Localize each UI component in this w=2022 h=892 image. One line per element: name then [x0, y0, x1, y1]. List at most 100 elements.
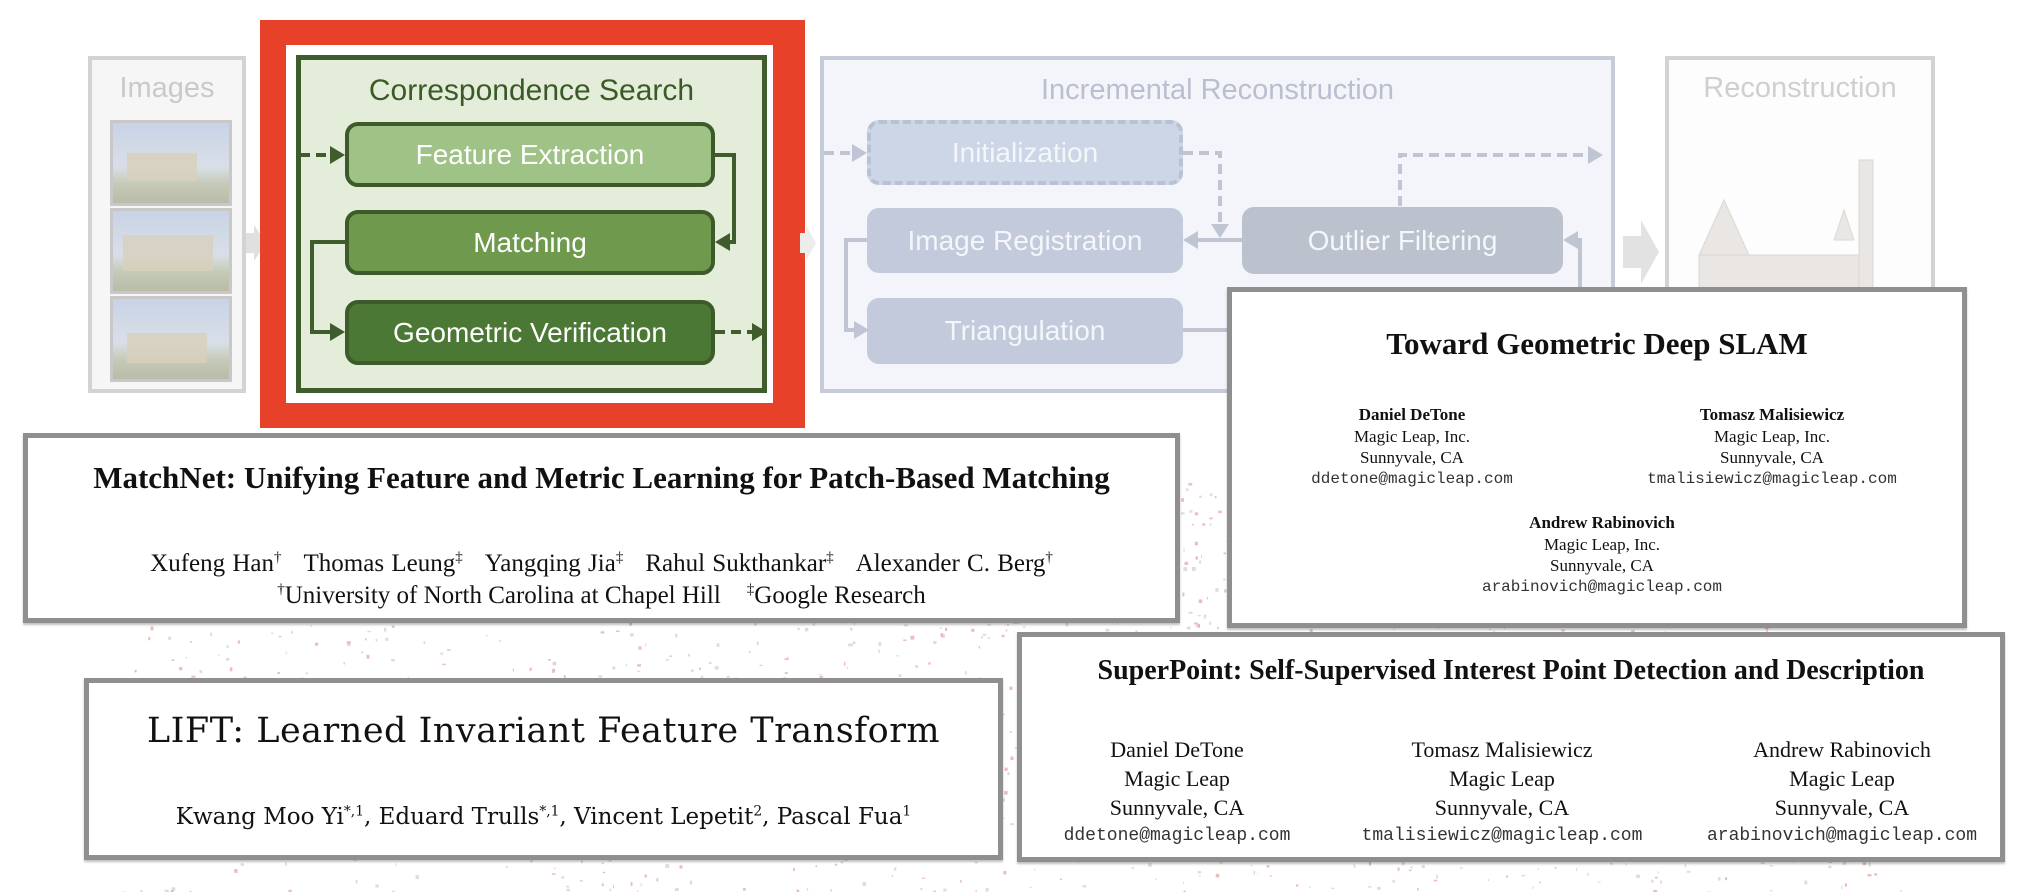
step-label: Triangulation — [944, 315, 1106, 346]
author-email[interactable]: arabinovich@magicleap.com — [1481, 578, 1723, 596]
point — [1537, 868, 1539, 870]
point — [844, 661, 846, 666]
author-name: Vincent Lepetit2 — [574, 803, 763, 830]
point — [1842, 861, 1847, 865]
point — [1253, 870, 1255, 875]
point — [985, 887, 989, 892]
step-outlier-filtering[interactable]: Outlier Filtering — [1242, 207, 1563, 274]
point — [796, 889, 800, 892]
point — [616, 630, 620, 632]
point — [1724, 877, 1728, 881]
point — [1657, 871, 1659, 874]
point — [343, 662, 345, 665]
point — [134, 669, 137, 673]
paper-card-matchnet[interactable]: MatchNet: Unifying Feature and Metric Le… — [23, 433, 1180, 623]
point — [1209, 523, 1212, 526]
point — [171, 887, 176, 891]
point — [1492, 630, 1496, 632]
point — [1203, 616, 1206, 619]
point — [315, 642, 319, 646]
point — [505, 866, 508, 868]
step-triangulation[interactable]: Triangulation — [867, 298, 1183, 364]
image-thumbnail — [110, 296, 232, 382]
point — [346, 641, 351, 645]
point — [965, 671, 967, 675]
incremental-reconstruction-title: Incremental Reconstruction — [1041, 74, 1394, 106]
point — [1718, 877, 1721, 881]
point — [675, 633, 678, 638]
point — [1202, 523, 1206, 526]
paper-authors: Xufeng Han†Thomas Leung‡Yangqing Jia‡Rah… — [28, 550, 1175, 578]
point — [554, 867, 556, 870]
paper-card-slam[interactable]: Toward Geometric Deep SLAM Daniel DeTone… — [1227, 287, 1967, 628]
step-matching[interactable]: Matching — [345, 210, 715, 275]
author-email[interactable]: arabinovich@magicleap.com — [1706, 826, 1978, 846]
affiliation-mark: ‡ — [746, 582, 755, 598]
point — [1182, 592, 1185, 597]
author-email[interactable]: tmalisiewicz@magicleap.com — [1647, 470, 1897, 488]
point — [1060, 878, 1063, 880]
step-feature-extraction[interactable]: Feature Extraction — [345, 122, 715, 187]
point — [601, 883, 604, 887]
point — [679, 865, 683, 869]
author-name: Daniel DeTone — [1358, 405, 1466, 424]
point — [1353, 864, 1355, 866]
arrow-head — [752, 323, 767, 341]
point — [933, 890, 936, 892]
point — [285, 651, 287, 655]
step-image-registration[interactable]: Image Registration — [867, 208, 1183, 273]
author-email[interactable]: tmalisiewicz@magicleap.com — [1361, 826, 1643, 846]
point — [974, 861, 978, 864]
point — [423, 641, 426, 645]
point — [851, 643, 854, 646]
point — [529, 667, 532, 671]
point — [190, 640, 192, 643]
point — [548, 659, 551, 661]
point — [644, 874, 647, 878]
point — [665, 659, 669, 661]
point — [943, 888, 947, 892]
point — [846, 667, 848, 669]
author-name: Kwang Moo Yi*,1 — [175, 803, 364, 830]
step-label: Geometric Verification — [393, 316, 667, 348]
point — [749, 651, 751, 653]
point — [1010, 823, 1015, 826]
paper-card-lift[interactable]: LIFT: Learned Invariant Feature Transfor… — [84, 678, 1003, 860]
point — [910, 635, 915, 640]
point — [171, 659, 175, 661]
point — [1192, 567, 1196, 571]
point — [893, 867, 897, 871]
author-email[interactable]: ddetone@magicleap.com — [1311, 470, 1513, 488]
point — [552, 873, 556, 875]
author-org: Magic Leap, Inc. — [1543, 535, 1661, 554]
point — [1223, 552, 1226, 555]
point — [1460, 867, 1463, 869]
point — [440, 652, 444, 655]
point — [391, 659, 395, 662]
point — [1196, 623, 1201, 627]
author-email[interactable]: ddetone@magicleap.com — [1063, 826, 1291, 846]
affiliation-mark: ‡ — [455, 550, 463, 566]
point — [1029, 886, 1033, 888]
point — [920, 887, 923, 891]
step-initialization[interactable]: Initialization — [867, 120, 1183, 185]
point — [1436, 874, 1438, 879]
point — [1655, 876, 1658, 879]
correspondence-flow-arrows — [300, 146, 767, 341]
point — [1183, 548, 1185, 553]
point — [981, 636, 983, 639]
point — [563, 675, 566, 678]
point — [1006, 624, 1009, 626]
point — [743, 888, 746, 891]
step-geometric-verification[interactable]: Geometric Verification — [345, 300, 715, 365]
paper-card-superpoint[interactable]: SuperPoint: Self-Supervised Interest Poi… — [1017, 632, 2005, 862]
point — [840, 861, 844, 864]
point — [1489, 629, 1491, 631]
point — [164, 889, 169, 892]
point — [1532, 886, 1534, 889]
point — [1625, 863, 1627, 866]
point — [784, 658, 788, 660]
point — [819, 673, 822, 675]
point — [1368, 861, 1371, 866]
affiliation-mark: † — [1045, 550, 1053, 566]
